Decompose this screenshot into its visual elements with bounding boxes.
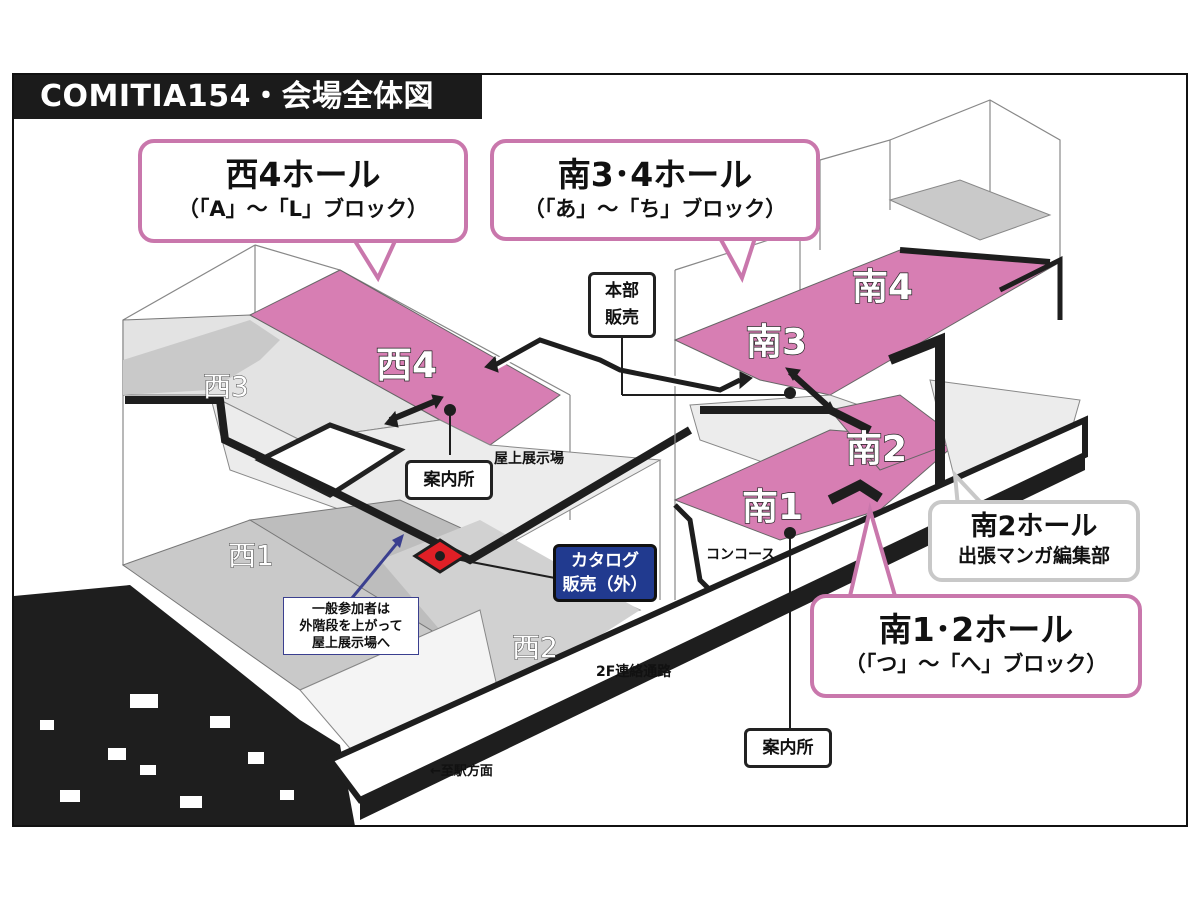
hall-label-nishi4: 西4 [375,344,438,386]
hall-label-minami4: 南4 [851,266,914,308]
callout-south2-annex-sub: 出張マンガ編集部 [957,545,1110,567]
general-participant-note: 一般参加者は 外階段を上がって 屋上展示場へ [283,597,419,655]
hall-label-minami3: 南3 [745,321,808,363]
callout-south2-annex: 南2ホール 出張マンガ編集部 [928,500,1140,582]
callout-south12-name: 南1･2ホール [878,610,1074,649]
corridor-2f-label: 2F連絡通路 [596,664,672,680]
hall-label-nishi3: 西3 [203,370,250,404]
hall-label-minami1: 南1 [741,486,804,528]
catalog-sales-outside-label: カタログ 販売（外） [553,544,657,602]
general-participant-arrow [350,534,404,599]
callout-south34-name: 南3･4ホール [557,155,753,194]
map-frame [12,73,1188,827]
page-title: COMITIA154・会場全体図 [14,75,482,119]
route-arrows [384,334,836,428]
station-direction-label: ←至駅方面 [430,764,493,779]
callout-south34-blocks: （「あ」～「ち」ブロック） [523,197,787,221]
callout-south12-hall: 南1･2ホール （「つ」～「へ」ブロック） [810,594,1142,698]
callout-west4-hall: 西4ホール （「A」～「L」ブロック） [138,139,468,243]
callout-south34-hall: 南3･4ホール （「あ」～「ち」ブロック） [490,139,820,241]
hall-label-nishi1: 西1 [228,539,275,573]
callout-south2-annex-name: 南2ホール [970,511,1098,542]
rooftop-exhibit-label: 屋上展示場 [494,451,564,467]
hall-label-minami2: 南2 [845,428,908,470]
info-desk-west-label: 案内所 [405,460,493,500]
info-desk-south-label: 案内所 [744,728,832,768]
south-building [673,99,1081,602]
hall-label-nishi2: 西2 [512,631,559,665]
honbu-sales-label: 本部 販売 [588,272,656,338]
callout-south12-blocks: （「つ」～「へ」ブロック） [844,652,1108,676]
concourse-label: コンコース [706,547,776,563]
callout-west4-name: 西4ホール [225,155,381,194]
corridor [325,406,1088,820]
callout-west4-blocks: （「A」～「L」ブロック） [177,197,429,221]
catalog-sales-marker [412,538,468,574]
west-building-blocks [14,585,355,826]
